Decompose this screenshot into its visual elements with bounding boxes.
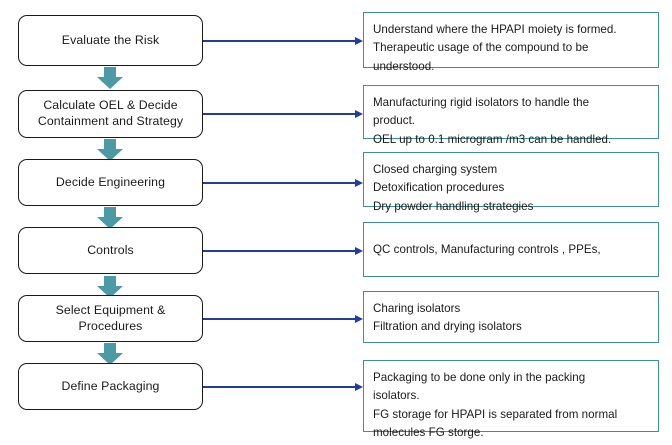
step-label: Evaluate the Risk [61, 32, 160, 47]
connector-arrow-5 [203, 314, 363, 323]
step-box-select-equipment-procedures[interactable]: Select Equipment & Procedures [18, 295, 203, 342]
arrow-shaft [104, 276, 116, 287]
connector-line [203, 318, 355, 320]
detail-box-calculate-oel-decide-containment-and-strategy[interactable]: Manufacturing rigid isolators to handle … [363, 85, 659, 146]
step-box-define-packaging[interactable]: Define Packaging [18, 363, 203, 410]
arrow-head [97, 149, 123, 161]
step-box-calculate-oel-decide-containment-and-strategy[interactable]: Calculate OEL & Decide Containment and S… [18, 90, 203, 138]
arrow-head [97, 353, 123, 365]
detail-text: Manufacturing rigid isolators to handle … [373, 96, 612, 146]
connector-arrow-6 [203, 382, 363, 391]
connector-line [203, 386, 355, 388]
connector-line [203, 182, 355, 184]
step-box-decide-engineering[interactable]: Decide Engineering [18, 159, 203, 206]
arrow-shaft [104, 207, 116, 218]
detail-text: Closed charging system Detoxification pr… [373, 163, 534, 213]
step-label: Decide Engineering [55, 174, 166, 189]
detail-box-controls[interactable]: QC controls, Manufacturing controls , PP… [363, 222, 659, 277]
detail-box-evaluate-the-risk[interactable]: Understand where the HPAPI moiety is for… [363, 12, 659, 73]
connector-arrow-2 [203, 109, 363, 118]
arrow-head-icon [355, 36, 363, 45]
step-box-controls[interactable]: Controls [18, 227, 203, 274]
step-box-evaluate-the-risk[interactable]: Evaluate the Risk [18, 15, 203, 66]
arrow-head-icon [355, 246, 363, 255]
step-label: Calculate OEL & Decide Containment and S… [37, 98, 184, 128]
step-label: Define Packaging [61, 378, 160, 393]
connector-arrow-1 [203, 36, 363, 45]
arrow-head [97, 77, 123, 89]
connector-line [203, 250, 355, 252]
arrow-shaft [104, 139, 116, 150]
flow-down-arrow-icon-1 [97, 67, 123, 89]
arrow-head-icon [355, 178, 363, 187]
arrow-head-icon [355, 382, 363, 391]
detail-text: QC controls, Manufacturing controls , PP… [373, 242, 601, 256]
step-label: Select Equipment & Procedures [55, 302, 166, 333]
arrow-shaft [104, 343, 116, 354]
connector-arrow-3 [203, 178, 363, 187]
detail-box-define-packaging[interactable]: Packaging to be done only in the packing… [363, 360, 659, 439]
flow-down-arrow-icon-5 [97, 343, 123, 365]
step-label: Controls [87, 242, 134, 257]
flow-down-arrow-icon-2 [97, 139, 123, 161]
detail-text: Understand where the HPAPI moiety is for… [373, 23, 617, 73]
arrow-head-icon [355, 314, 363, 323]
detail-text: Charing isolators Filtration and drying … [373, 302, 522, 334]
connector-arrow-4 [203, 246, 363, 255]
detail-text: Packaging to be done only in the packing… [373, 371, 618, 440]
arrow-head-icon [355, 109, 363, 118]
detail-box-select-equipment-procedures[interactable]: Charing isolators Filtration and drying … [363, 291, 659, 343]
arrow-head [97, 217, 123, 229]
arrow-shaft [104, 67, 116, 78]
flow-down-arrow-icon-3 [97, 207, 123, 229]
connector-line [203, 113, 355, 115]
connector-line [203, 40, 355, 42]
detail-box-decide-engineering[interactable]: Closed charging system Detoxification pr… [363, 152, 659, 213]
